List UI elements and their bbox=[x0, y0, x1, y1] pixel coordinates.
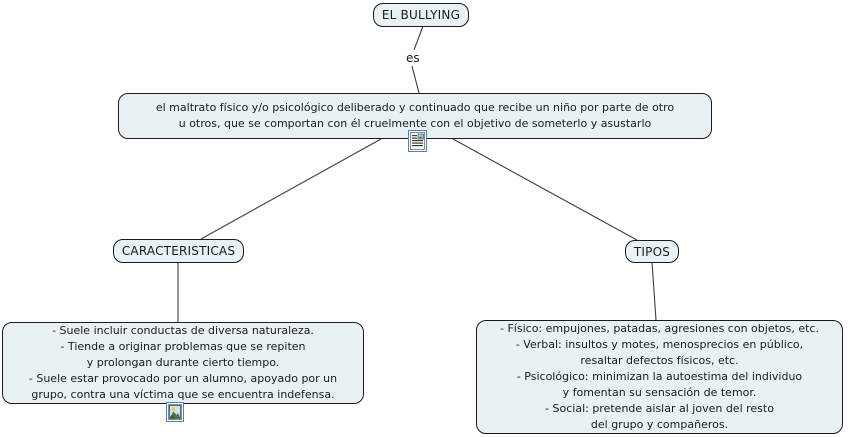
concept-node-tipos-detail[interactable]: - Físico: empujones, patadas, agresiones… bbox=[476, 320, 843, 434]
text-line: el maltrato físico y/o psicológico delib… bbox=[155, 101, 675, 114]
text-line: u otros, que se comportan con él cruelme… bbox=[178, 117, 652, 130]
text-line: - Social: pretende aislar al joven del r… bbox=[545, 402, 774, 415]
text-line: - Físico: empujones, patadas, agresiones… bbox=[500, 322, 819, 335]
text-line: y fomentan su sensación de temor. bbox=[562, 386, 757, 399]
text-line: - Suele incluir conductas de diversa nat… bbox=[52, 324, 314, 337]
text-line: del grupo y compañeros. bbox=[590, 418, 729, 431]
text-line: y prolongan durante cierto tiempo. bbox=[86, 356, 280, 369]
concept-label: TIPOS bbox=[633, 244, 671, 259]
text-line: - Verbal: insultos y motes, menosprecios… bbox=[515, 338, 804, 351]
text-line: - Suele estar provocado por un alumno, a… bbox=[28, 372, 338, 385]
concept-node-el-bullying[interactable]: EL BULLYING bbox=[373, 3, 469, 27]
text-line: - Tiende a originar problemas que se rep… bbox=[60, 340, 306, 353]
document-resource-icon[interactable] bbox=[408, 130, 427, 152]
image-resource-icon[interactable] bbox=[166, 402, 184, 422]
text-line: resaltar defectos físicos, etc. bbox=[580, 354, 739, 367]
link-label-es[interactable]: es bbox=[404, 51, 422, 65]
text-line: grupo, contra una víctima que se encuent… bbox=[31, 388, 335, 401]
concept-label: EL BULLYING bbox=[381, 8, 461, 22]
text-line: - Psicológico: minimizan la autoestima d… bbox=[516, 370, 803, 383]
concept-label: CARACTERISTICAS bbox=[121, 244, 236, 258]
concept-node-definition[interactable]: el maltrato físico y/o psicológico delib… bbox=[118, 93, 712, 139]
concept-node-tipos[interactable]: TIPOS bbox=[625, 240, 679, 263]
concept-node-caracteristicas[interactable]: CARACTERISTICAS bbox=[113, 239, 244, 263]
concept-node-caracteristicas-detail[interactable]: - Suele incluir conductas de diversa nat… bbox=[2, 322, 364, 404]
